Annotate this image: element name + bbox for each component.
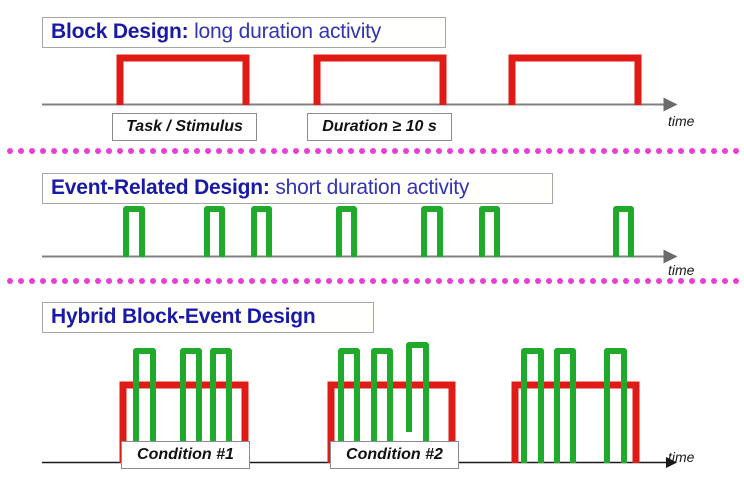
section-title-event-related-design: Event-Related Design: short duration act… [42,173,553,205]
caption-task-stimulus: Task / Stimulus [112,113,257,141]
block-design-waveform [116,54,642,105]
section-title-light: short duration activity [269,176,470,199]
section-title-strong: Block Design: [51,20,189,43]
caption-duration: Duration ≥ 10 s [307,113,452,141]
section-title-block-design: Block Design: long duration activity [42,17,446,49]
caption-condition-1: Condition #1 [121,441,250,469]
section-title-strong: Hybrid Block-Event Design [51,305,316,328]
hybrid-event-waveform [133,342,627,463]
section-separator-2 [7,278,739,284]
axis-label-time-block-design: time [668,113,695,129]
section-title-hybrid-design: Hybrid Block-Event Design [42,302,374,334]
section-title-strong: Event-Related Design: [51,176,270,199]
section-title-light: long duration activity [188,20,382,43]
section-separator-1 [7,148,739,154]
event-related-waveform [123,206,634,257]
axis-label-time-hybrid-design: time [668,449,695,465]
caption-condition-2: Condition #2 [330,441,459,469]
axis-label-time-event-related-design: time [668,262,695,278]
